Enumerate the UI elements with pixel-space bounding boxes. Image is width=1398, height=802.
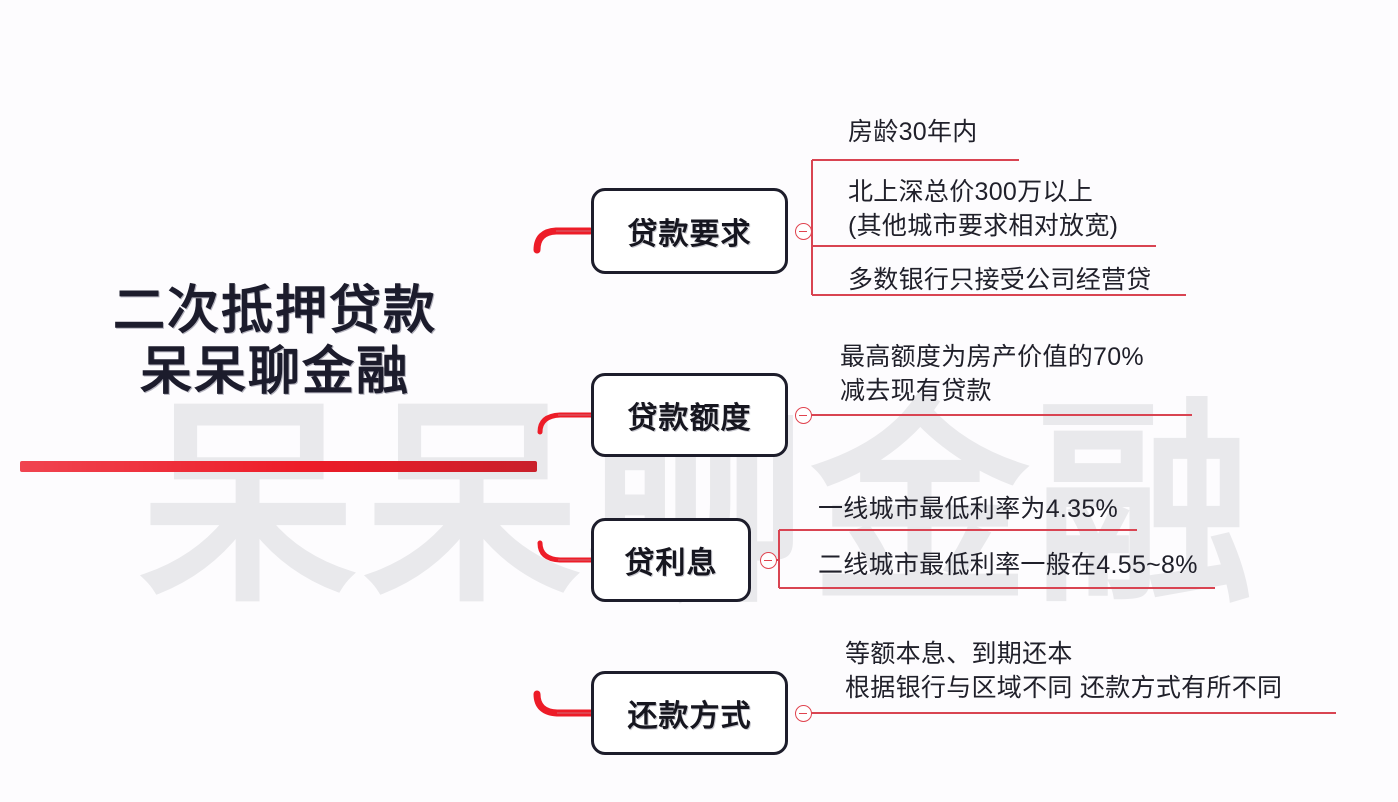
leaf-loan-requirements-2: 北上深总价300万以上 (其他城市要求相对放宽) bbox=[848, 175, 1118, 243]
branch-node-loan-requirements[interactable]: 贷款要求 bbox=[591, 188, 788, 274]
leaf-loan-interest-1: 一线城市最低利率为4.35% bbox=[818, 492, 1118, 526]
branch-node-label: 还款方式 bbox=[627, 700, 752, 733]
leaf-text-line-1: 北上深总价300万以上 bbox=[848, 178, 1094, 206]
branch-node-repayment-method[interactable]: 还款方式 bbox=[591, 671, 788, 755]
leaf-text-line-1: 房龄30年内 bbox=[848, 118, 978, 146]
collapse-toggle-loan-amount[interactable] bbox=[795, 407, 812, 424]
collapse-toggle-loan-interest[interactable] bbox=[760, 552, 777, 569]
leaf-text-line-1: 等额本息、到期还本 bbox=[845, 640, 1073, 668]
branch-node-loan-interest[interactable]: 贷利息 bbox=[591, 518, 751, 602]
leaf-text-line-1: 一线城市最低利率为4.35% bbox=[818, 495, 1119, 523]
leaf-loan-amount-1: 最高额度为房产价值的70% 减去现有贷款 bbox=[840, 340, 1144, 408]
branch-connector-4 bbox=[533, 690, 596, 717]
leaf-text-line-1: 二线城市最低利率一般在4.55~8% bbox=[818, 551, 1198, 579]
branch-node-label: 贷款额度 bbox=[627, 402, 752, 435]
leaf-text-line-1: 多数银行只接受公司经营贷 bbox=[848, 266, 1152, 294]
branch-node-label: 贷利息 bbox=[624, 547, 718, 580]
branch-connector-1 bbox=[533, 227, 594, 254]
leaf-text-line-2: 根据银行与区域不同 还款方式有所不同 bbox=[845, 674, 1283, 702]
leaf-loan-requirements-3: 多数银行只接受公司经营贷 bbox=[848, 263, 1152, 297]
leaf-text-line-1: 最高额度为房产价值的70% bbox=[840, 343, 1144, 371]
leaf-repayment-method-1: 等额本息、到期还本 根据银行与区域不同 还款方式有所不同 bbox=[845, 637, 1282, 705]
leaf-loan-requirements-1: 房龄30年内 bbox=[848, 115, 978, 149]
leaf-text-line-2: (其他城市要求相对放宽) bbox=[848, 212, 1119, 240]
root-title-line-1: 二次抵押贷款 bbox=[112, 282, 437, 340]
branch-node-label: 贷款要求 bbox=[627, 218, 752, 251]
root-title: 二次抵押贷款 呆呆聊金融 bbox=[60, 281, 490, 404]
branch-node-loan-amount[interactable]: 贷款额度 bbox=[591, 373, 788, 457]
root-title-line-2: 呆呆聊金融 bbox=[139, 343, 410, 402]
leaf-text-line-2: 减去现有贷款 bbox=[840, 377, 992, 405]
collapse-toggle-loan-requirements[interactable] bbox=[795, 223, 812, 240]
leaf-loan-interest-2: 二线城市最低利率一般在4.55~8% bbox=[818, 548, 1198, 582]
collapse-toggle-repayment-method[interactable] bbox=[795, 705, 812, 722]
